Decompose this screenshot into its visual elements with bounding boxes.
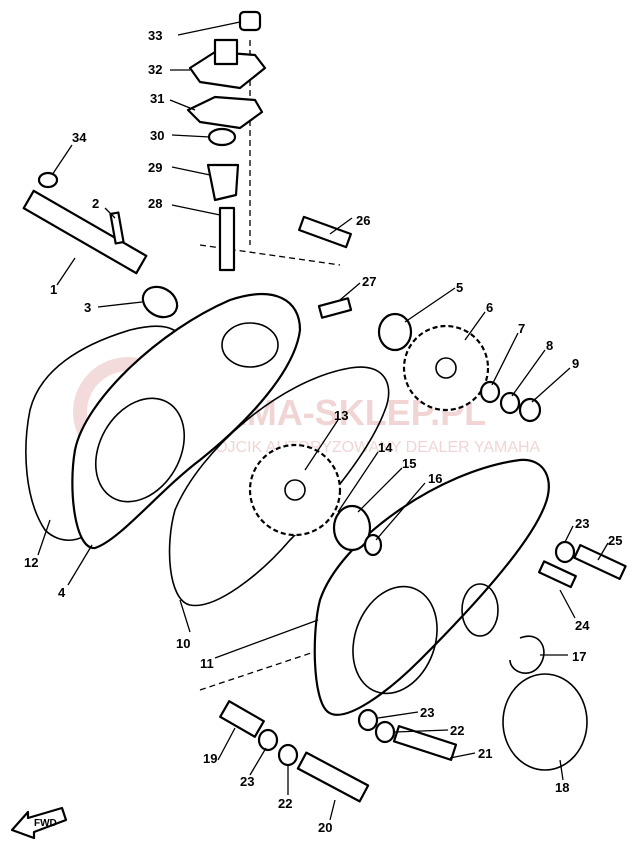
callout-19: 19 — [203, 751, 217, 766]
fwd-label: FWD — [34, 818, 57, 829]
callout-23-bottom: 23 — [240, 774, 254, 789]
flange-32-neck — [213, 38, 239, 66]
gear-6 — [402, 324, 490, 412]
washer-23b — [357, 708, 379, 732]
circlip-17 — [509, 635, 545, 674]
callout-10: 10 — [176, 636, 190, 651]
inner-gasket — [168, 366, 390, 607]
callout-11: 11 — [200, 656, 214, 671]
bolt-20 — [296, 751, 370, 803]
callout-25: 25 — [608, 533, 622, 548]
callout-30: 30 — [150, 128, 164, 143]
washer-34 — [37, 171, 59, 189]
callout-13: 13 — [334, 408, 348, 423]
gear-13-hub — [284, 479, 306, 501]
callout-23-right: 23 — [575, 516, 589, 531]
alignment-line-bottom — [199, 649, 321, 691]
callout-6: 6 — [486, 300, 493, 315]
callout-12: 12 — [24, 555, 38, 570]
washer-22b — [277, 743, 299, 767]
bolt-26 — [298, 215, 352, 249]
callout-22-bottom: 22 — [278, 796, 292, 811]
gasket-31 — [186, 95, 264, 130]
callout-21: 21 — [478, 746, 492, 761]
callout-3: 3 — [84, 300, 91, 315]
callout-4: 4 — [58, 585, 66, 600]
bolt-33 — [238, 10, 262, 32]
callout-32: 32 — [148, 62, 162, 77]
callout-31: 31 — [150, 91, 164, 106]
worm-shaft-body — [22, 189, 148, 275]
worm-shaft — [22, 189, 148, 275]
callout-23-mid: 23 — [420, 705, 434, 720]
housing-bore — [221, 322, 279, 368]
callout-26: 26 — [356, 213, 370, 228]
seal-30 — [207, 127, 237, 147]
leader-lines — [37, 21, 609, 821]
housing-cavity — [94, 397, 186, 503]
washer-22a — [374, 720, 396, 744]
cover-boss — [461, 583, 499, 637]
callout-9: 9 — [572, 356, 579, 371]
callout-16: 16 — [428, 471, 442, 486]
bushing-29 — [206, 163, 240, 202]
clip-9 — [518, 397, 542, 423]
callout-8: 8 — [546, 338, 553, 353]
callout-2: 2 — [92, 196, 99, 211]
callout-5: 5 — [456, 280, 463, 295]
callout-15: 15 — [402, 456, 416, 471]
bolt-27 — [317, 297, 353, 319]
shaft-collar — [141, 285, 179, 319]
callout-34: 34 — [72, 130, 87, 145]
bearing-5 — [377, 312, 413, 352]
callout-7: 7 — [518, 321, 525, 336]
callout-24: 24 — [575, 618, 590, 633]
outer-cover — [313, 458, 550, 716]
dowel-19 — [219, 700, 265, 738]
callout-27: 27 — [362, 274, 376, 289]
callout-17: 17 — [572, 649, 586, 664]
callout-1: 1 — [50, 282, 57, 297]
driven-gear-28 — [218, 206, 236, 272]
o-ring-18 — [502, 673, 588, 771]
gear-13 — [248, 443, 342, 537]
cover-opening — [352, 585, 438, 695]
callout-29: 29 — [148, 160, 162, 175]
dowel-pin — [109, 211, 125, 245]
bolt-25 — [573, 543, 627, 581]
callout-14: 14 — [378, 440, 393, 455]
stud-24 — [537, 560, 577, 589]
callout-33: 33 — [148, 28, 162, 43]
callout-20: 20 — [318, 820, 332, 835]
bearing-15 — [332, 504, 372, 552]
fwd-arrow: FWD — [10, 806, 68, 840]
callout-labels: 33 32 31 30 29 28 34 2 1 3 26 27 5 6 7 8… — [24, 28, 622, 835]
clip-16 — [363, 533, 383, 557]
washer-23c — [257, 728, 279, 752]
callout-22-mid: 22 — [450, 723, 464, 738]
washer-8 — [499, 391, 521, 415]
callout-18: 18 — [555, 780, 569, 795]
callout-28: 28 — [148, 196, 162, 211]
gear-housing — [71, 293, 302, 550]
bolt-21 — [392, 725, 458, 761]
washer-7 — [479, 380, 501, 404]
washer-23a — [554, 540, 576, 564]
gear-6-hub — [435, 357, 457, 379]
